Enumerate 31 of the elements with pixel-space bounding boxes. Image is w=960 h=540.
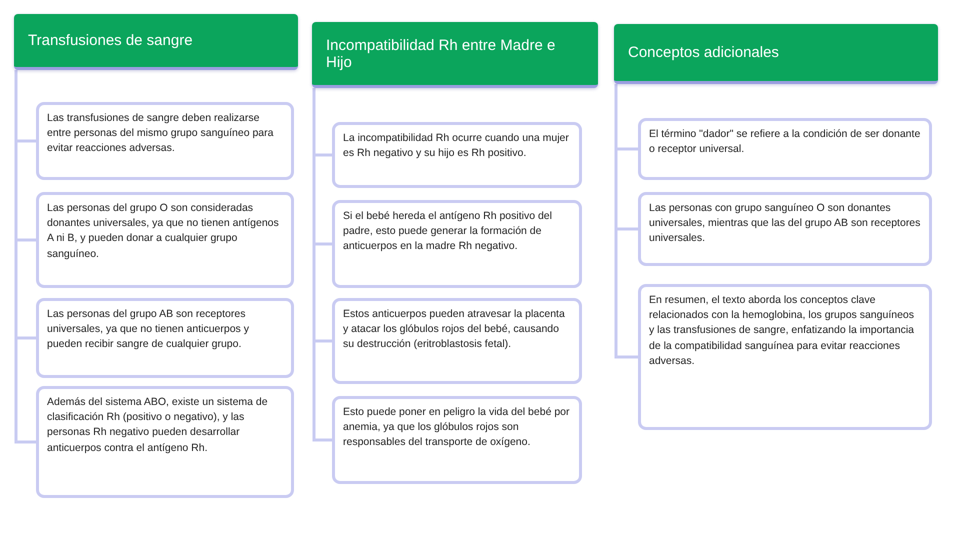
heading-box [14,14,298,70]
card-text: Las personas del grupo O son consideradas donantes universales, ya que no tienen antígenos A ni B, y pueden donar a cualquier grupo sanguíneo. [47,201,280,262]
connector-line [14,70,36,444]
card-text: Las personas con grupo sanguíneo O son donantes universales, mientras que las del grupo AB son receptores universales. [649,201,921,246]
text-card [638,284,932,430]
text-card [332,200,582,288]
card-text: Estos anticuerpos pueden atravesar la placenta y atacar los glóbulos rojos del bebé, causando su destrucción (eritroblastosis fetal). [343,307,566,352]
card-text: La incompatibilidad Rh ocurre cuando una mujer es Rh negativo y su hijo es Rh positivo. [343,131,570,162]
card-text: Las transfusiones de sangre deben realizarse entre personas del mismo grupo sanguíneo para evitar reacciones adversas. [47,111,274,156]
text-card [332,298,582,384]
text-card [36,298,294,378]
card-text: El término "dador" se refiere a la condición de ser donante o receptor universal. [649,127,921,158]
card-text: Además del sistema ABO, existe un sistema de clasificación Rh (positivo o negativo), y las personas Rh negativo pueden desarrollar anticuerpos contra el antígeno Rh. [47,395,269,456]
card-text: En resumen, el texto aborda los conceptos clave relacionados con la hemoglobina, los grupos sanguíneos y las transfusiones de sangre, enfatizando la importancia de la compatibilidad sanguínea para evitar reacciones adversas. [649,293,916,369]
card-text: Si el bebé hereda el antígeno Rh positivo del padre, esto puede generar la formación de anticuerpos en la madre Rh negativo. [343,209,553,254]
card-text: Esto puede poner en peligro la vida del bebé por anemia, ya que los glóbulos rojos son responsables del transporte de oxígeno. [343,405,570,450]
connector-line [614,84,638,358]
heading-box [614,24,938,84]
text-card [332,122,582,188]
card-text: Las personas del grupo AB son receptores universales, ya que no tienen anticuerpos y pueden recibir sangre de cualquier grupo. [47,307,250,352]
heading-text: Incompatibilidad Rh entre Madre e Hijo [326,36,556,70]
connector-line [312,88,332,442]
text-card [36,192,294,288]
text-card [638,192,932,266]
heading-box [312,22,598,88]
text-card [36,386,294,498]
heading-text: Transfusiones de sangre [28,32,193,49]
text-card [332,396,582,484]
text-card [638,118,932,180]
text-card [36,102,294,180]
heading-text: Conceptos adicionales [628,44,779,61]
